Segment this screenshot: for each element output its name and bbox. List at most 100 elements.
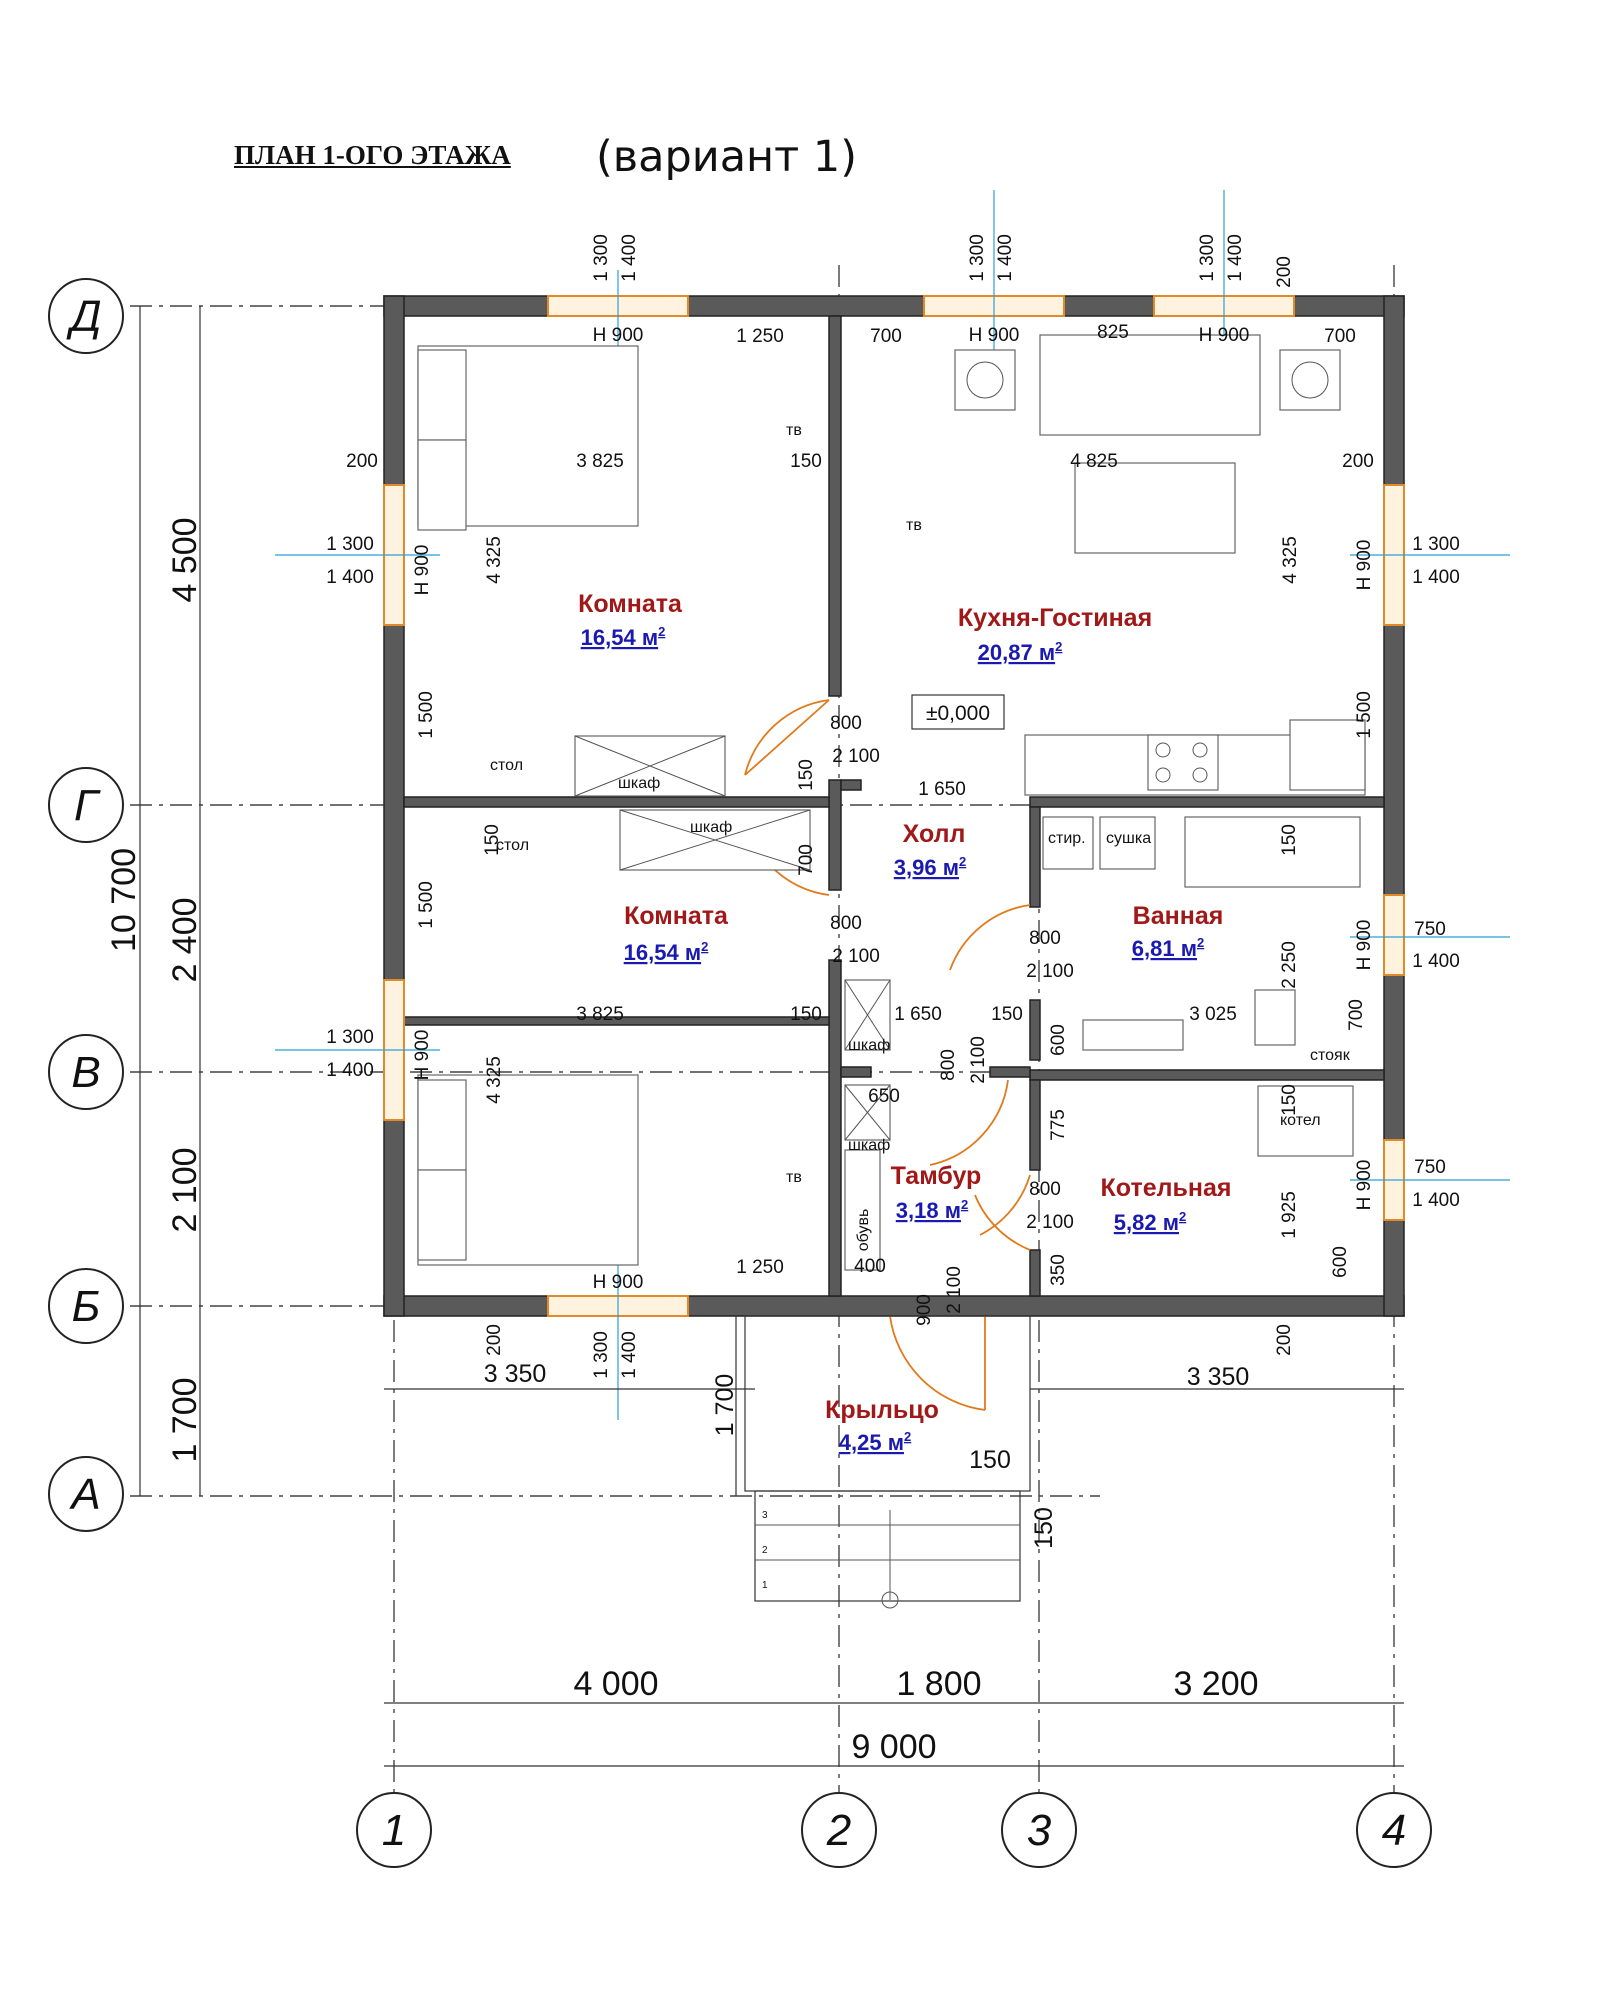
dim-200-a: 200 xyxy=(346,451,378,472)
plan-variant: (вариант 1) xyxy=(596,132,858,182)
win-top3-height: 1 400 xyxy=(1225,234,1246,282)
dim-3825-a: 3 825 xyxy=(576,451,624,472)
dim-800-c: 800 xyxy=(1029,928,1061,949)
dim-4325-c: 4 325 xyxy=(484,1056,505,1104)
dim-4325-a: 4 325 xyxy=(484,536,505,584)
win-left1-h: Н 900 xyxy=(412,545,433,596)
dim-700-c: 700 xyxy=(796,844,817,876)
dim-600-a: 600 xyxy=(1048,1024,1069,1056)
win-right1-h: Н 900 xyxy=(1354,540,1375,591)
dim-4825: 4 825 xyxy=(1070,451,1118,472)
dim-150-a: 150 xyxy=(790,451,822,472)
room-area-bedroom-1: 16,54 м2 xyxy=(581,624,666,650)
step-2: 2 xyxy=(762,1545,768,1556)
dim-800-b: 800 xyxy=(830,913,862,934)
wardrobe-label-1: шкаф xyxy=(618,775,660,792)
room-name-bathroom: Ванная xyxy=(1133,902,1224,930)
boiler-label: котел xyxy=(1280,1112,1321,1129)
axis-row-d: Д xyxy=(66,292,102,341)
step-3: 3 xyxy=(762,1510,768,1521)
win-top3-h: Н 900 xyxy=(1199,325,1250,346)
plan-title: ПЛАН 1-ОГО ЭТАЖА xyxy=(234,140,511,170)
dim-porch-left: 3 350 xyxy=(484,1360,547,1388)
dim-left-1700: 1 700 xyxy=(166,1377,204,1462)
axis-col-3: 3 xyxy=(1027,1806,1052,1855)
dim-3825-b: 3 825 xyxy=(576,1004,624,1025)
room-area-bedroom-2: 16,54 м2 xyxy=(624,939,709,965)
dim-150-b: 150 xyxy=(796,759,817,791)
dim-3025: 3 025 xyxy=(1189,1004,1237,1025)
dim-400: 400 xyxy=(854,1256,886,1277)
dim-2250: 2 250 xyxy=(1279,941,1300,989)
room-area-boiler: 5,82 м2 xyxy=(1114,1209,1186,1235)
room-labels: Комната 16,54 м2 Кухня-Гостиная 20,87 м2… xyxy=(578,590,1231,1455)
win-bottom-height: 1 400 xyxy=(619,1331,640,1379)
win-left2-h: Н 900 xyxy=(412,1030,433,1081)
tv-label-2: тв xyxy=(906,517,922,534)
furniture-labels: тв тв тв шкаф стол шкаф стол стир. сушка… xyxy=(490,422,1351,1251)
dim-700-b: 700 xyxy=(1324,326,1356,347)
riser-label: стояк xyxy=(1310,1047,1351,1064)
axis-row-g: Г xyxy=(74,781,101,830)
dim-bottom-3200: 3 200 xyxy=(1173,1665,1258,1703)
wardrobe-label-2: шкаф xyxy=(690,819,732,836)
win-right2-height: 1 400 xyxy=(1412,951,1460,972)
win-bottom-sill: 1 300 xyxy=(591,1331,612,1379)
win-top2-sill: 1 300 xyxy=(967,234,988,282)
win-bottom-200: 200 xyxy=(484,1324,505,1356)
dim-bottom-1800: 1 800 xyxy=(896,1665,981,1703)
dim-800-a: 800 xyxy=(830,713,862,734)
dim-700-d: 700 xyxy=(1346,999,1367,1031)
room-area-porch: 4,25 м2 xyxy=(839,1429,911,1455)
dim-1500-b: 1 500 xyxy=(1354,691,1375,739)
dim-775: 775 xyxy=(1048,1109,1069,1141)
dryer-label: сушка xyxy=(1106,830,1151,847)
dim-900: 900 xyxy=(914,1294,935,1326)
dim-1650-b: 1 650 xyxy=(894,1004,942,1025)
dim-350: 350 xyxy=(1048,1254,1069,1286)
dim-200-b: 200 xyxy=(1342,451,1374,472)
dim-800-d: 800 xyxy=(938,1049,959,1081)
dim-2100-e: 2 100 xyxy=(1026,1212,1074,1233)
win-left1-sill: 1 300 xyxy=(326,534,374,555)
win-top1-sill: 1 300 xyxy=(591,234,612,282)
dim-1650-a: 1 650 xyxy=(918,779,966,800)
win-right1-height: 1 400 xyxy=(1412,567,1460,588)
dim-4325-b: 4 325 xyxy=(1280,536,1301,584)
room-name-hall: Холл xyxy=(903,820,966,848)
dim-left-total: 10 700 xyxy=(105,848,143,952)
win-bottom-h: Н 900 xyxy=(593,1272,644,1293)
win-top2-height: 1 400 xyxy=(995,234,1016,282)
dim-800-e: 800 xyxy=(1029,1179,1061,1200)
win-top1-h: Н 900 xyxy=(593,325,644,346)
win-left2-sill: 1 300 xyxy=(326,1027,374,1048)
dimension-lines xyxy=(139,306,1404,1767)
dim-150-h: 150 xyxy=(969,1446,1011,1474)
axis-row-v: В xyxy=(71,1048,100,1097)
dim-2100-b: 2 100 xyxy=(832,946,880,967)
win-right3-sill: 750 xyxy=(1414,1157,1446,1178)
dim-left-2100: 2 100 xyxy=(166,1147,204,1232)
room-name-kitchen: Кухня-Гостиная xyxy=(958,604,1152,632)
dim-150-e: 150 xyxy=(790,1004,822,1025)
dim-1250-b: 1 250 xyxy=(736,1257,784,1278)
porch xyxy=(744,1315,1031,1609)
dim-825: 825 xyxy=(1097,322,1129,343)
dim-700-a: 700 xyxy=(870,326,902,347)
axis-row-a: А xyxy=(68,1470,100,1519)
dim-bottom-4000: 4 000 xyxy=(573,1665,658,1703)
win-top2-h: Н 900 xyxy=(969,325,1020,346)
room-name-bedroom-1: Комната xyxy=(578,590,683,618)
win-left1-height: 1 400 xyxy=(326,567,374,588)
axis-col-2: 2 xyxy=(826,1806,851,1855)
win-top3-sill: 1 300 xyxy=(1197,234,1218,282)
shoes-label: обувь xyxy=(855,1209,872,1252)
dim-150-d: 150 xyxy=(1279,824,1300,856)
room-area-bathroom: 6,81 м2 xyxy=(1132,935,1204,961)
room-name-vestibule: Тамбур xyxy=(891,1162,982,1190)
desk-label-1: стол xyxy=(490,757,523,774)
win-right1-sill: 1 300 xyxy=(1412,534,1460,555)
overall-dimensions: 4 500 2 400 2 100 1 700 10 700 4 000 1 8… xyxy=(105,517,1259,1766)
axis-row-b: Б xyxy=(72,1282,101,1331)
